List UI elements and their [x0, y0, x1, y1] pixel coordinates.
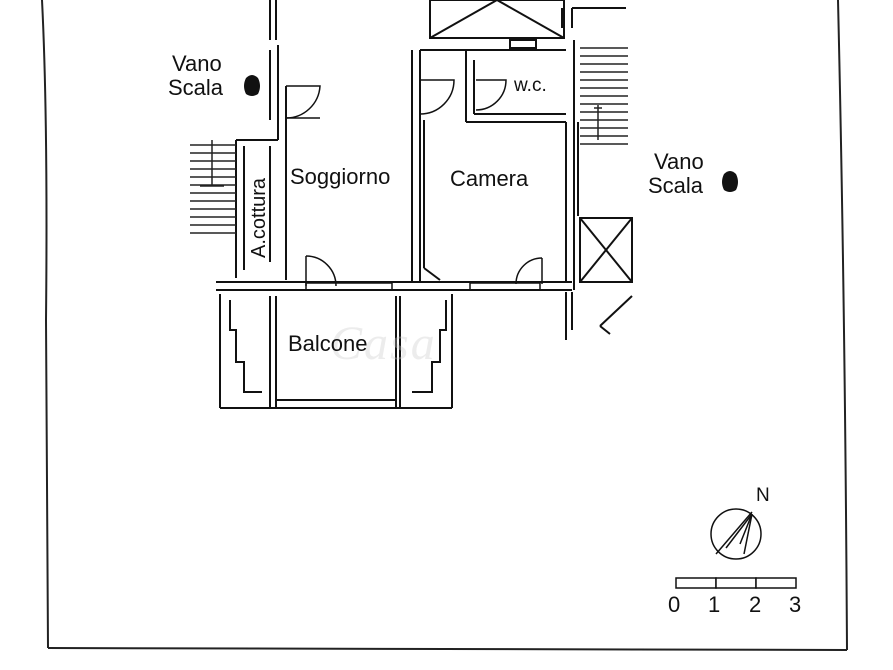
- label-vano-scala-left-1: Vano: [172, 51, 222, 76]
- label-wc: w.c.: [514, 75, 547, 96]
- label-camera: Camera: [450, 166, 529, 191]
- page-frame: [41, 0, 848, 651]
- label-soggiorno: Soggiorno: [290, 164, 391, 189]
- compass-icon: [710, 508, 762, 560]
- label-balcone: Balcone: [288, 331, 368, 356]
- stairs-right: [580, 47, 628, 145]
- label-vano-scala-right-1: Vano: [654, 149, 704, 174]
- stair-marker-left: [244, 75, 260, 96]
- stairs-left: [190, 140, 236, 234]
- scale-tick-3: 3: [789, 592, 802, 617]
- watermark: Casa: [330, 317, 437, 370]
- label-vano-scala-left-2: Scala: [168, 75, 224, 100]
- scale-tick-0: 0: [668, 592, 681, 617]
- stair-marker-right: [722, 171, 738, 192]
- label-angolo-cottura: A.cottura: [248, 177, 270, 258]
- scale-bar: [675, 577, 797, 589]
- scale-tick-1: 1: [708, 592, 721, 617]
- doors: [285, 79, 543, 291]
- compass-north-label: N: [756, 485, 770, 506]
- label-vano-scala-right-2: Scala: [648, 173, 704, 198]
- scale-tick-2: 2: [749, 592, 762, 617]
